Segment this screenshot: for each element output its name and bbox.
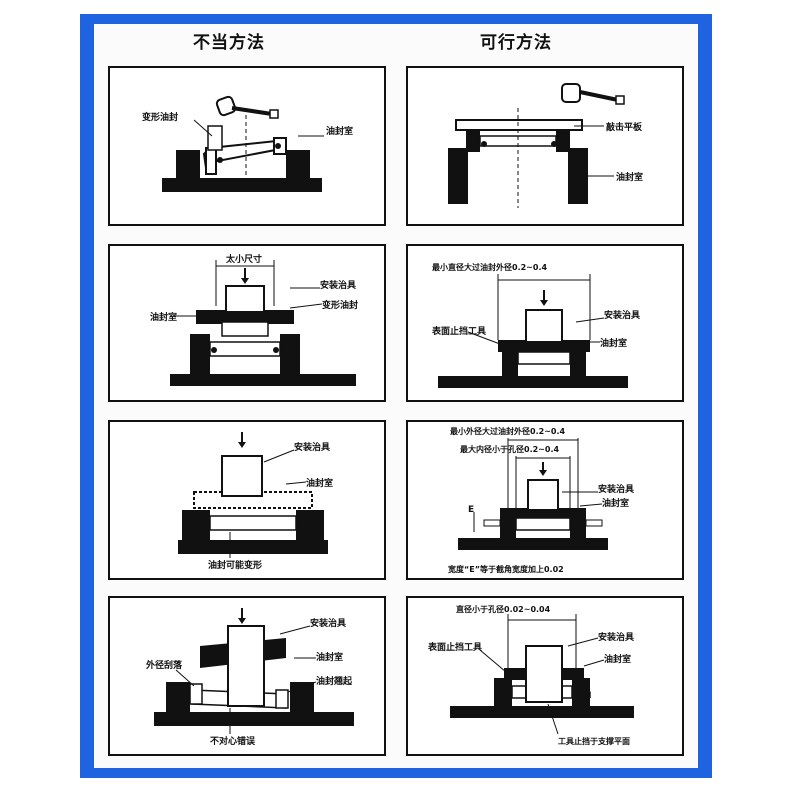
- panel-improper-1-drawing: 变形油封 油封室: [142, 95, 353, 192]
- panel-improper-2: 太小尺寸 安装治具 油封室 变形油封: [108, 244, 386, 402]
- header-proper: 可行方法: [480, 33, 552, 53]
- panel-proper-1: 敲击平板 油封室: [406, 66, 684, 226]
- label-install-tool: 安装治具: [604, 309, 640, 321]
- label-install-tool: 安装治具: [320, 279, 356, 291]
- label-tap-plate: 敲击平板: [606, 121, 643, 133]
- label-too-small: 太小尺寸: [225, 253, 262, 265]
- label-e-width-note: 宽度“E”等于截角宽度加上0.02: [447, 564, 564, 574]
- label-install-tool: 安装治具: [294, 441, 330, 453]
- panel-proper-4-drawing: 直径小于孔径0.02~0.04 表面止挡工具 安装治具 油封室 H H 工具止挡…: [427, 604, 634, 746]
- label-tool-stops-on-support: 工具止挡于支撑平面: [558, 736, 630, 746]
- panel-improper-3-drawing: 安装治具 油封室 油封可能变形: [178, 432, 333, 571]
- label-deformed-seal: 变形油封: [322, 299, 358, 311]
- panel-proper-3-drawing: 最小外径大过油封外径0.2~0.4 最大内径小于孔径0.2~0.4 安装治具 油…: [447, 426, 634, 574]
- label-seal-chamber: 油封室: [616, 171, 643, 183]
- panel-proper-3: 最小外径大过油封外径0.2~0.4 最大内径小于孔径0.2~0.4 安装治具 油…: [406, 420, 684, 580]
- panel-proper-2-drawing: 最小直径大过油封外径0.2~0.4 安装治具 表面止挡工具 油封室: [431, 262, 640, 388]
- label-seal-chamber: 油封室: [306, 477, 333, 489]
- label-misalignment: 不对心错误: [210, 735, 256, 747]
- label-od-scraped: 外径刮落: [145, 659, 183, 671]
- panel-improper-4-drawing: 安装治具 外径刮落 油封室 油封翘起 不对心错误: [145, 608, 354, 747]
- header-improper: 不当方法: [193, 33, 265, 53]
- panel-proper-1-drawing: 敲击平板 油封室: [448, 83, 643, 208]
- panel-improper-1: 变形油封 油封室: [108, 66, 386, 226]
- label-install-tool: 安装治具: [598, 631, 634, 643]
- label-seal-chamber: 油封室: [602, 497, 629, 509]
- panel-improper-2-drawing: 太小尺寸 安装治具 油封室 变形油封: [150, 253, 358, 386]
- label-deformed-seal: 变形油封: [142, 111, 178, 123]
- label-face-stop-tool: 表面止挡工具: [431, 325, 486, 337]
- label-seal-chamber: 油封室: [600, 337, 627, 349]
- label-max-inner-diameter: 最大内径小于孔径0.2~0.4: [460, 444, 559, 454]
- label-possible-deformation: 油封可能变形: [208, 559, 262, 571]
- label-min-outer-diameter: 最小外径大过油封外径0.2~0.4: [450, 426, 565, 436]
- label-diameter-smaller: 直径小于孔径0.02~0.04: [456, 604, 551, 614]
- label-face-stop-tool: 表面止挡工具: [427, 641, 482, 653]
- label-seal-chamber: 油封室: [604, 653, 631, 665]
- label-install-tool: 安装治具: [310, 617, 346, 629]
- panel-proper-4: 直径小于孔径0.02~0.04 表面止挡工具 安装治具 油封室 H H 工具止挡…: [406, 596, 684, 756]
- panel-proper-2: 最小直径大过油封外径0.2~0.4 安装治具 表面止挡工具 油封室: [406, 244, 684, 402]
- label-e-dimension: E: [468, 505, 474, 515]
- label-h-left: H: [498, 691, 506, 701]
- label-install-tool: 安装治具: [598, 483, 634, 495]
- label-seal-chamber: 油封室: [326, 125, 353, 137]
- panel-improper-4: 安装治具 外径刮落 油封室 油封翘起 不对心错误: [108, 596, 386, 756]
- label-min-diameter: 最小直径大过油封外径0.2~0.4: [432, 262, 547, 272]
- panel-improper-3: 安装治具 油封室 油封可能变形: [108, 420, 386, 580]
- label-h-right: H: [584, 691, 592, 701]
- label-seal-tilted: 油封翘起: [316, 675, 353, 687]
- label-seal-chamber: 油封室: [316, 651, 343, 663]
- label-seal-chamber: 油封室: [150, 311, 177, 323]
